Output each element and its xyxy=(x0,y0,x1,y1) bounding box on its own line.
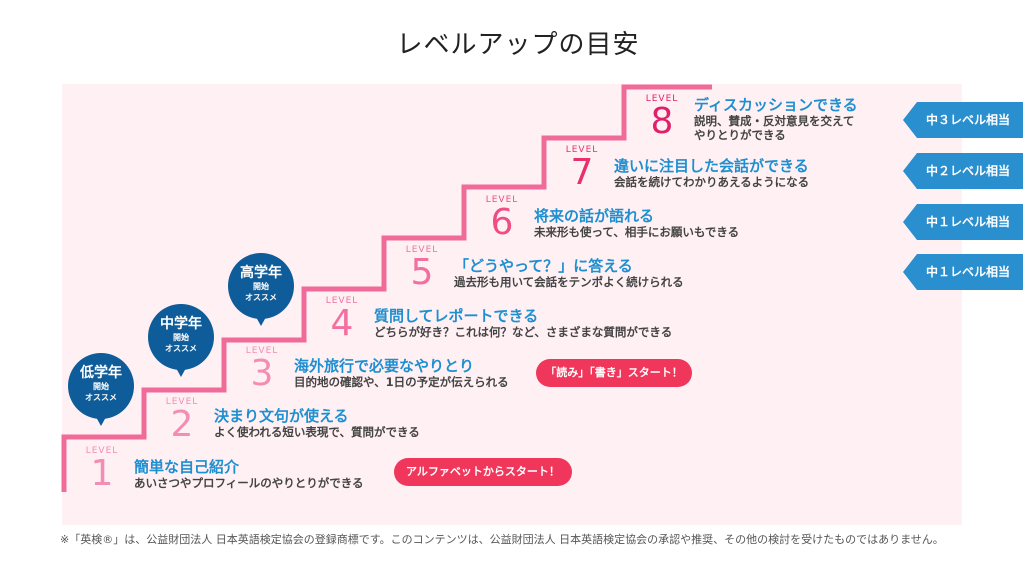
level-1-desc: あいさつやプロフィールのやりとりができる xyxy=(134,476,364,490)
level-4-desc: どちらが好き？これは何？など、さまざまな質問ができる xyxy=(374,325,673,339)
level-7-title: 違いに注目した会話ができる xyxy=(614,157,809,175)
level-6-number: 6 xyxy=(490,202,514,243)
level-7-desc: 会話を続けてわかりあえるようになる xyxy=(614,175,810,189)
level-4-marker: LEVEL 4 xyxy=(312,296,372,342)
level-1-title: 簡単な自己紹介 xyxy=(134,458,240,476)
level-8-desc-line-2: やりとりができる xyxy=(694,128,786,142)
level-5-marker: LEVEL 5 xyxy=(392,245,452,291)
grade-badge-lower: 低学年 開始 オススメ xyxy=(68,353,134,426)
grade-badge-upper: 高学年 開始 オススメ xyxy=(228,253,294,326)
grade-badge-middle: 中学年 開始 オススメ xyxy=(148,304,214,377)
level-8-marker: LEVEL 8 xyxy=(632,94,692,140)
level-7-number: 7 xyxy=(570,152,594,193)
level-7-marker: LEVEL 7 xyxy=(552,145,612,191)
alphabet-start-pill: アルファベットからスタート！ xyxy=(394,458,572,486)
level-3-number: 3 xyxy=(250,353,274,394)
equivalent-arrow-chu1-b: 中１レベル相当 xyxy=(903,254,1023,290)
level-1-number: 1 xyxy=(90,453,114,494)
level-3-title: 海外旅行で必要なやりとり xyxy=(294,357,475,375)
level-8-title: ディスカッションできる xyxy=(694,96,858,114)
read-write-start-pill: 「読み」「書き」スタート！ xyxy=(536,359,692,387)
level-8-number: 8 xyxy=(650,101,674,142)
level-8-desc-line-1: 説明、賛成・反対意見を交えて xyxy=(694,114,855,128)
level-5-title: 「どうやって？」に答える xyxy=(454,257,633,275)
level-6-desc: 未来形も使って、相手にお願いもできる xyxy=(534,225,740,239)
level-6-marker: LEVEL 6 xyxy=(472,195,532,241)
level-2-desc: よく使われる短い表現で、質問ができる xyxy=(214,425,420,439)
level-2-title: 決まり文句が使える xyxy=(214,407,349,425)
level-4-number: 4 xyxy=(330,303,354,344)
level-6-title: 将来の話が語れる xyxy=(534,207,655,225)
equivalent-arrow-chu1-a: 中１レベル相当 xyxy=(903,204,1023,240)
level-1-marker: LEVEL 1 xyxy=(72,446,132,492)
level-5-number: 5 xyxy=(410,252,434,293)
level-2-number: 2 xyxy=(170,404,194,445)
equivalent-arrow-chu2: 中２レベル相当 xyxy=(903,153,1023,189)
level-5-desc: 過去形も用いて会話をテンポよく続けられる xyxy=(454,275,684,289)
level-panel-background xyxy=(62,84,962,525)
level-3-desc: 目的地の確認や、1日の予定が伝えられる xyxy=(294,375,509,389)
level-2-marker: LEVEL 2 xyxy=(152,397,212,443)
equivalent-arrow-chu3: 中３レベル相当 xyxy=(903,102,1023,138)
level-3-marker: LEVEL 3 xyxy=(232,346,292,392)
footnote: ※「英検®」は、公益財団法人 日本英語検定協会の登録商標です。このコンテンツは、… xyxy=(60,533,944,546)
level-4-title: 質問してレポートできる xyxy=(374,307,539,325)
page-title: レベルアップの目安 xyxy=(396,30,640,60)
